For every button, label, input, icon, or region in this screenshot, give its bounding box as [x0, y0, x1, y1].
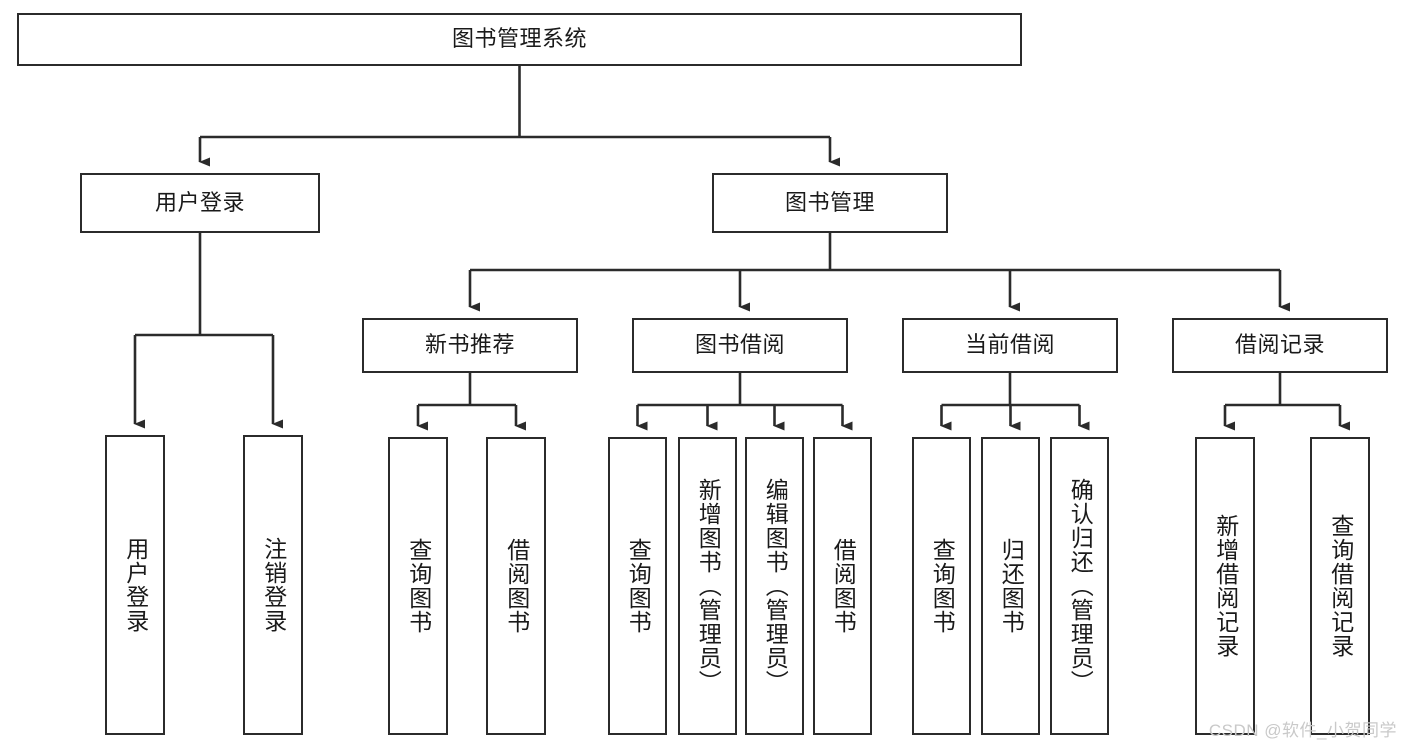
node-label: 用户登录	[122, 537, 149, 633]
node-leaf-用户登录[interactable]: 用户登录	[105, 435, 165, 735]
csdn-watermark: CSDN @软件_小贺同学	[1208, 721, 1397, 740]
node-label: 图书借阅	[694, 332, 785, 358]
node-leaf-新增图书管理员[interactable]: 新增图书（管理员）	[678, 437, 737, 735]
node-leaf-借阅图书[interactable]: 借阅图书	[486, 437, 546, 735]
node-label: 借阅记录	[1234, 332, 1325, 358]
node-label: 借阅图书	[503, 538, 530, 634]
node-label: 查询图书	[405, 538, 432, 634]
node-level1-用户登录[interactable]: 用户登录	[80, 173, 320, 233]
node-label: 编辑图书（管理员）	[762, 478, 789, 694]
node-label: 确认归还（管理员）	[1067, 478, 1094, 694]
node-label: 新增借阅记录	[1212, 514, 1239, 658]
node-root-图书管理系统[interactable]: 图书管理系统	[17, 13, 1022, 66]
node-label: 当前借阅	[964, 332, 1055, 358]
node-leaf-查询图书[interactable]: 查询图书	[388, 437, 448, 735]
node-level2-借阅记录[interactable]: 借阅记录	[1172, 318, 1388, 373]
node-leaf-归还图书[interactable]: 归还图书	[981, 437, 1040, 735]
node-leaf-查询图书[interactable]: 查询图书	[912, 437, 971, 735]
node-level1-图书管理[interactable]: 图书管理	[712, 173, 948, 233]
node-label: 查询图书	[625, 538, 652, 634]
node-label: 归还图书	[998, 538, 1025, 634]
node-label: 新增图书（管理员）	[695, 478, 722, 694]
node-label: 图书管理系统	[451, 26, 587, 52]
node-leaf-确认归还管理员[interactable]: 确认归还（管理员）	[1050, 437, 1109, 735]
node-leaf-注销登录[interactable]: 注销登录	[243, 435, 303, 735]
node-level2-当前借阅[interactable]: 当前借阅	[902, 318, 1118, 373]
node-label: 新书推荐	[424, 332, 515, 358]
node-label: 图书管理	[784, 189, 875, 215]
node-leaf-借阅图书[interactable]: 借阅图书	[813, 437, 872, 735]
node-label: 注销登录	[260, 537, 287, 633]
node-label: 用户登录	[154, 189, 245, 215]
node-label: 借阅图书	[830, 538, 857, 634]
node-leaf-编辑图书管理员[interactable]: 编辑图书（管理员）	[745, 437, 804, 735]
node-label: 查询图书	[929, 538, 956, 634]
node-level2-新书推荐[interactable]: 新书推荐	[362, 318, 578, 373]
node-leaf-新增借阅记录[interactable]: 新增借阅记录	[1195, 437, 1255, 735]
node-leaf-查询借阅记录[interactable]: 查询借阅记录	[1310, 437, 1370, 735]
node-leaf-查询图书[interactable]: 查询图书	[608, 437, 667, 735]
node-level2-图书借阅[interactable]: 图书借阅	[632, 318, 848, 373]
node-label: 查询借阅记录	[1327, 514, 1354, 658]
